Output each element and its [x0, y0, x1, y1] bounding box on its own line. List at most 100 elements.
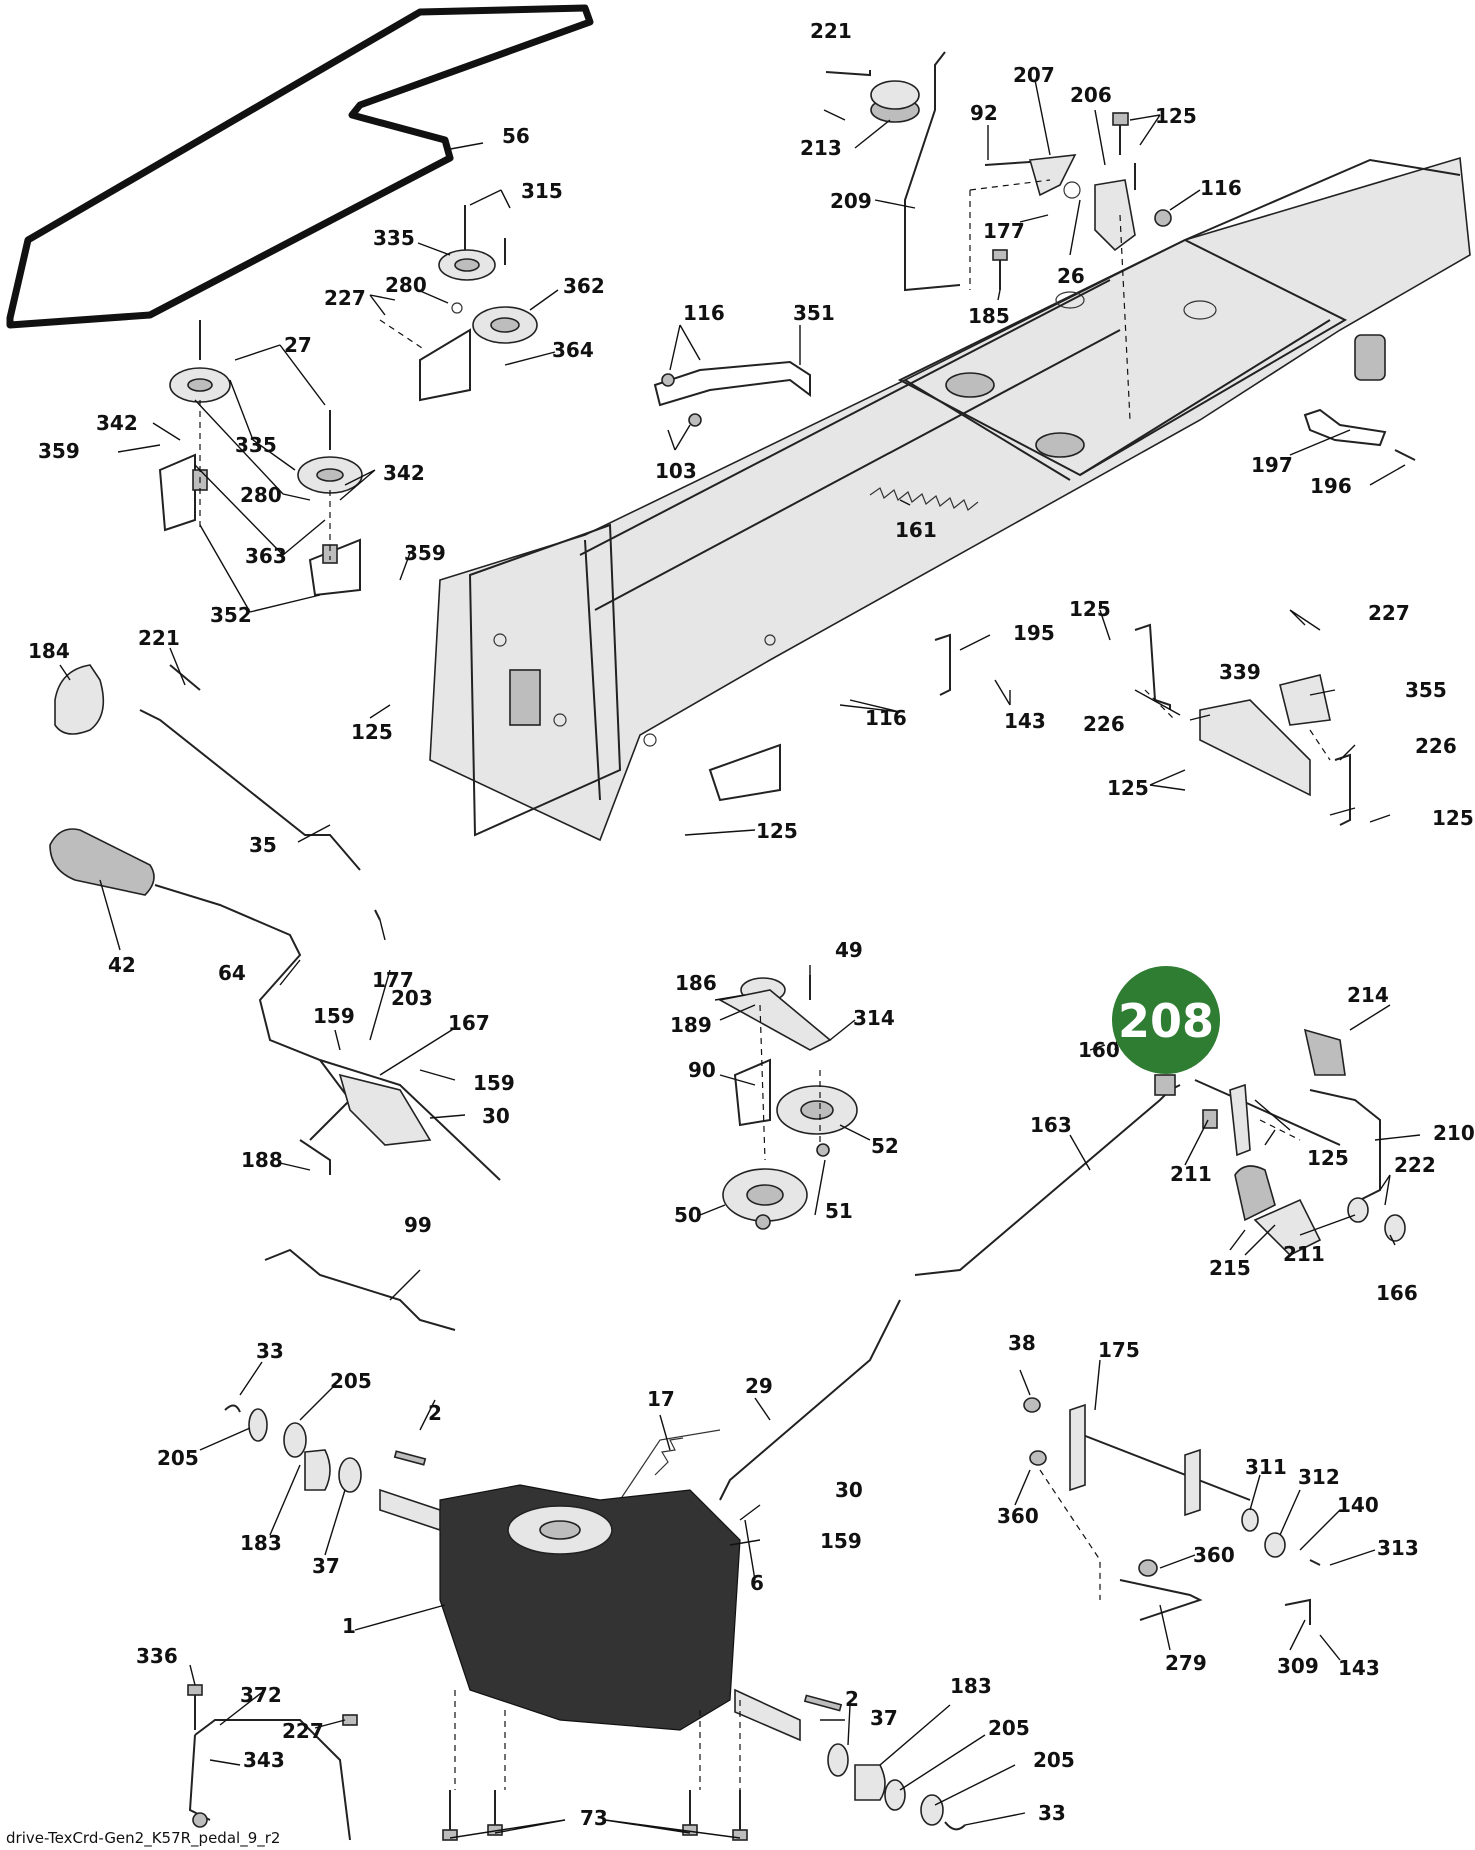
- callout-37[interactable]: 37: [870, 1706, 898, 1730]
- callout-35[interactable]: 35: [249, 833, 277, 857]
- callout-339[interactable]: 226: [1415, 734, 1457, 758]
- callout-362[interactable]: 362: [563, 274, 605, 298]
- callout-336[interactable]: 336: [136, 1644, 178, 1668]
- callout-175[interactable]: 175: [1098, 1338, 1140, 1362]
- callout-51[interactable]: 51: [825, 1199, 853, 1223]
- callout-125[interactable]: 125: [1069, 597, 1111, 621]
- callout-159[interactable]: 159: [313, 1004, 355, 1028]
- callout-125[interactable]: 125: [756, 819, 798, 843]
- callout-205[interactable]: 205: [988, 1716, 1030, 1740]
- callout-363[interactable]: 363: [245, 544, 287, 568]
- callout-125[interactable]: 125: [1432, 806, 1474, 830]
- callout-1[interactable]: 1: [342, 1614, 356, 1638]
- callout-311[interactable]: 311: [1245, 1455, 1287, 1479]
- callout-222[interactable]: 222: [1394, 1153, 1436, 1177]
- callout-343[interactable]: 343: [243, 1748, 285, 1772]
- callout-211[interactable]: 211: [1283, 1242, 1325, 1266]
- callout-29[interactable]: 29: [745, 1374, 773, 1398]
- callout-342[interactable]: 342: [383, 461, 425, 485]
- callout-92[interactable]: 92: [970, 101, 998, 125]
- callout-177[interactable]: 177: [372, 968, 414, 992]
- callout-116[interactable]: 116: [865, 706, 907, 730]
- callout-38[interactable]: 38: [1008, 1331, 1036, 1355]
- callout-2[interactable]: 2: [428, 1401, 442, 1425]
- callout-50[interactable]: 50: [674, 1203, 702, 1227]
- callout-313[interactable]: 313: [1377, 1536, 1419, 1560]
- callout-227[interactable]: 227: [324, 286, 366, 310]
- callout-206[interactable]: 206: [1070, 83, 1112, 107]
- callout-214[interactable]: 214: [1347, 983, 1389, 1007]
- callout-280[interactable]: 280: [240, 483, 282, 507]
- callout-209[interactable]: 209: [830, 189, 872, 213]
- callout-210[interactable]: 210: [1433, 1121, 1475, 1145]
- callout-227[interactable]: 227: [1368, 601, 1410, 625]
- callout-143[interactable]: 143: [1338, 1656, 1380, 1680]
- callout-314[interactable]: 314: [853, 1006, 895, 1030]
- callout-339[interactable]: 226: [1083, 712, 1125, 736]
- callout-364[interactable]: 364: [552, 338, 594, 362]
- callout-99[interactable]: 99: [404, 1213, 432, 1237]
- callout-352[interactable]: 352: [210, 603, 252, 627]
- callout-213[interactable]: 213: [800, 136, 842, 160]
- callout-351[interactable]: 351: [793, 301, 835, 325]
- callout-33[interactable]: 33: [1038, 1801, 1066, 1825]
- callout-49[interactable]: 49: [835, 938, 863, 962]
- callout-335[interactable]: 335: [235, 433, 277, 457]
- callout-140[interactable]: 140: [1337, 1493, 1379, 1517]
- callout-159[interactable]: 159: [820, 1529, 862, 1553]
- callout-359[interactable]: 359: [404, 541, 446, 565]
- callout-33[interactable]: 33: [256, 1339, 284, 1363]
- callout-52[interactable]: 52: [871, 1134, 899, 1158]
- callout-116[interactable]: 116: [683, 301, 725, 325]
- callout-221[interactable]: 221: [810, 19, 852, 43]
- callout-30[interactable]: 30: [482, 1104, 510, 1128]
- callout-56[interactable]: 56: [502, 124, 530, 148]
- callout-27[interactable]: 27: [284, 333, 312, 357]
- callout-359[interactable]: 359: [38, 439, 80, 463]
- callout-17[interactable]: 17: [647, 1387, 675, 1411]
- callout-226[interactable]: 355: [1405, 678, 1447, 702]
- callout-183[interactable]: 183: [950, 1674, 992, 1698]
- callout-30[interactable]: 30: [835, 1478, 863, 1502]
- callout-309[interactable]: 309: [1277, 1654, 1319, 1678]
- callout-125[interactable]: 125: [1307, 1146, 1349, 1170]
- callout-215[interactable]: 215: [1209, 1256, 1251, 1280]
- callout-159[interactable]: 159: [473, 1071, 515, 1095]
- callout-360[interactable]: 360: [1193, 1543, 1235, 1567]
- callout-207[interactable]: 207: [1013, 63, 1055, 87]
- callout-205[interactable]: 205: [157, 1446, 199, 1470]
- callout-125[interactable]: 125: [1155, 104, 1197, 128]
- callout-116[interactable]: 116: [1200, 176, 1242, 200]
- callout-205[interactable]: 205: [330, 1369, 372, 1393]
- callout-37[interactable]: 37: [312, 1554, 340, 1578]
- callout-197[interactable]: 197: [1251, 453, 1293, 477]
- callout-360[interactable]: 360: [997, 1504, 1039, 1528]
- callout-372[interactable]: 372: [240, 1683, 282, 1707]
- callout-26[interactable]: 26: [1057, 264, 1085, 288]
- callout-64[interactable]: 64: [218, 961, 246, 985]
- callout-143[interactable]: 143: [1004, 709, 1046, 733]
- callout-221[interactable]: 221: [138, 626, 180, 650]
- callout-211[interactable]: 211: [1170, 1162, 1212, 1186]
- callout-184[interactable]: 184: [28, 639, 70, 663]
- callout-227[interactable]: 227: [282, 1719, 324, 1743]
- callout-355[interactable]: 339: [1219, 660, 1261, 684]
- callout-203[interactable]: 203: [391, 986, 433, 1010]
- callout-185[interactable]: 185: [968, 304, 1010, 328]
- callout-315[interactable]: 315: [521, 179, 563, 203]
- callout-73[interactable]: 73: [580, 1806, 608, 1830]
- callout-312[interactable]: 312: [1298, 1465, 1340, 1489]
- callout-279[interactable]: 279: [1165, 1651, 1207, 1675]
- callout-125[interactable]: 125: [1107, 776, 1149, 800]
- callout-195[interactable]: 195: [1013, 621, 1055, 645]
- callout-90[interactable]: 90: [688, 1058, 716, 1082]
- callout-2[interactable]: 2: [845, 1687, 859, 1711]
- callout-125[interactable]: 125: [351, 720, 393, 744]
- callout-163[interactable]: 163: [1030, 1113, 1072, 1137]
- callout-205[interactable]: 205: [1033, 1748, 1075, 1772]
- callout-103[interactable]: 103: [655, 459, 697, 483]
- callout-280[interactable]: 280: [385, 273, 427, 297]
- callout-189[interactable]: 189: [670, 1013, 712, 1037]
- callout-42[interactable]: 42: [108, 953, 136, 977]
- callout-186[interactable]: 186: [675, 971, 717, 995]
